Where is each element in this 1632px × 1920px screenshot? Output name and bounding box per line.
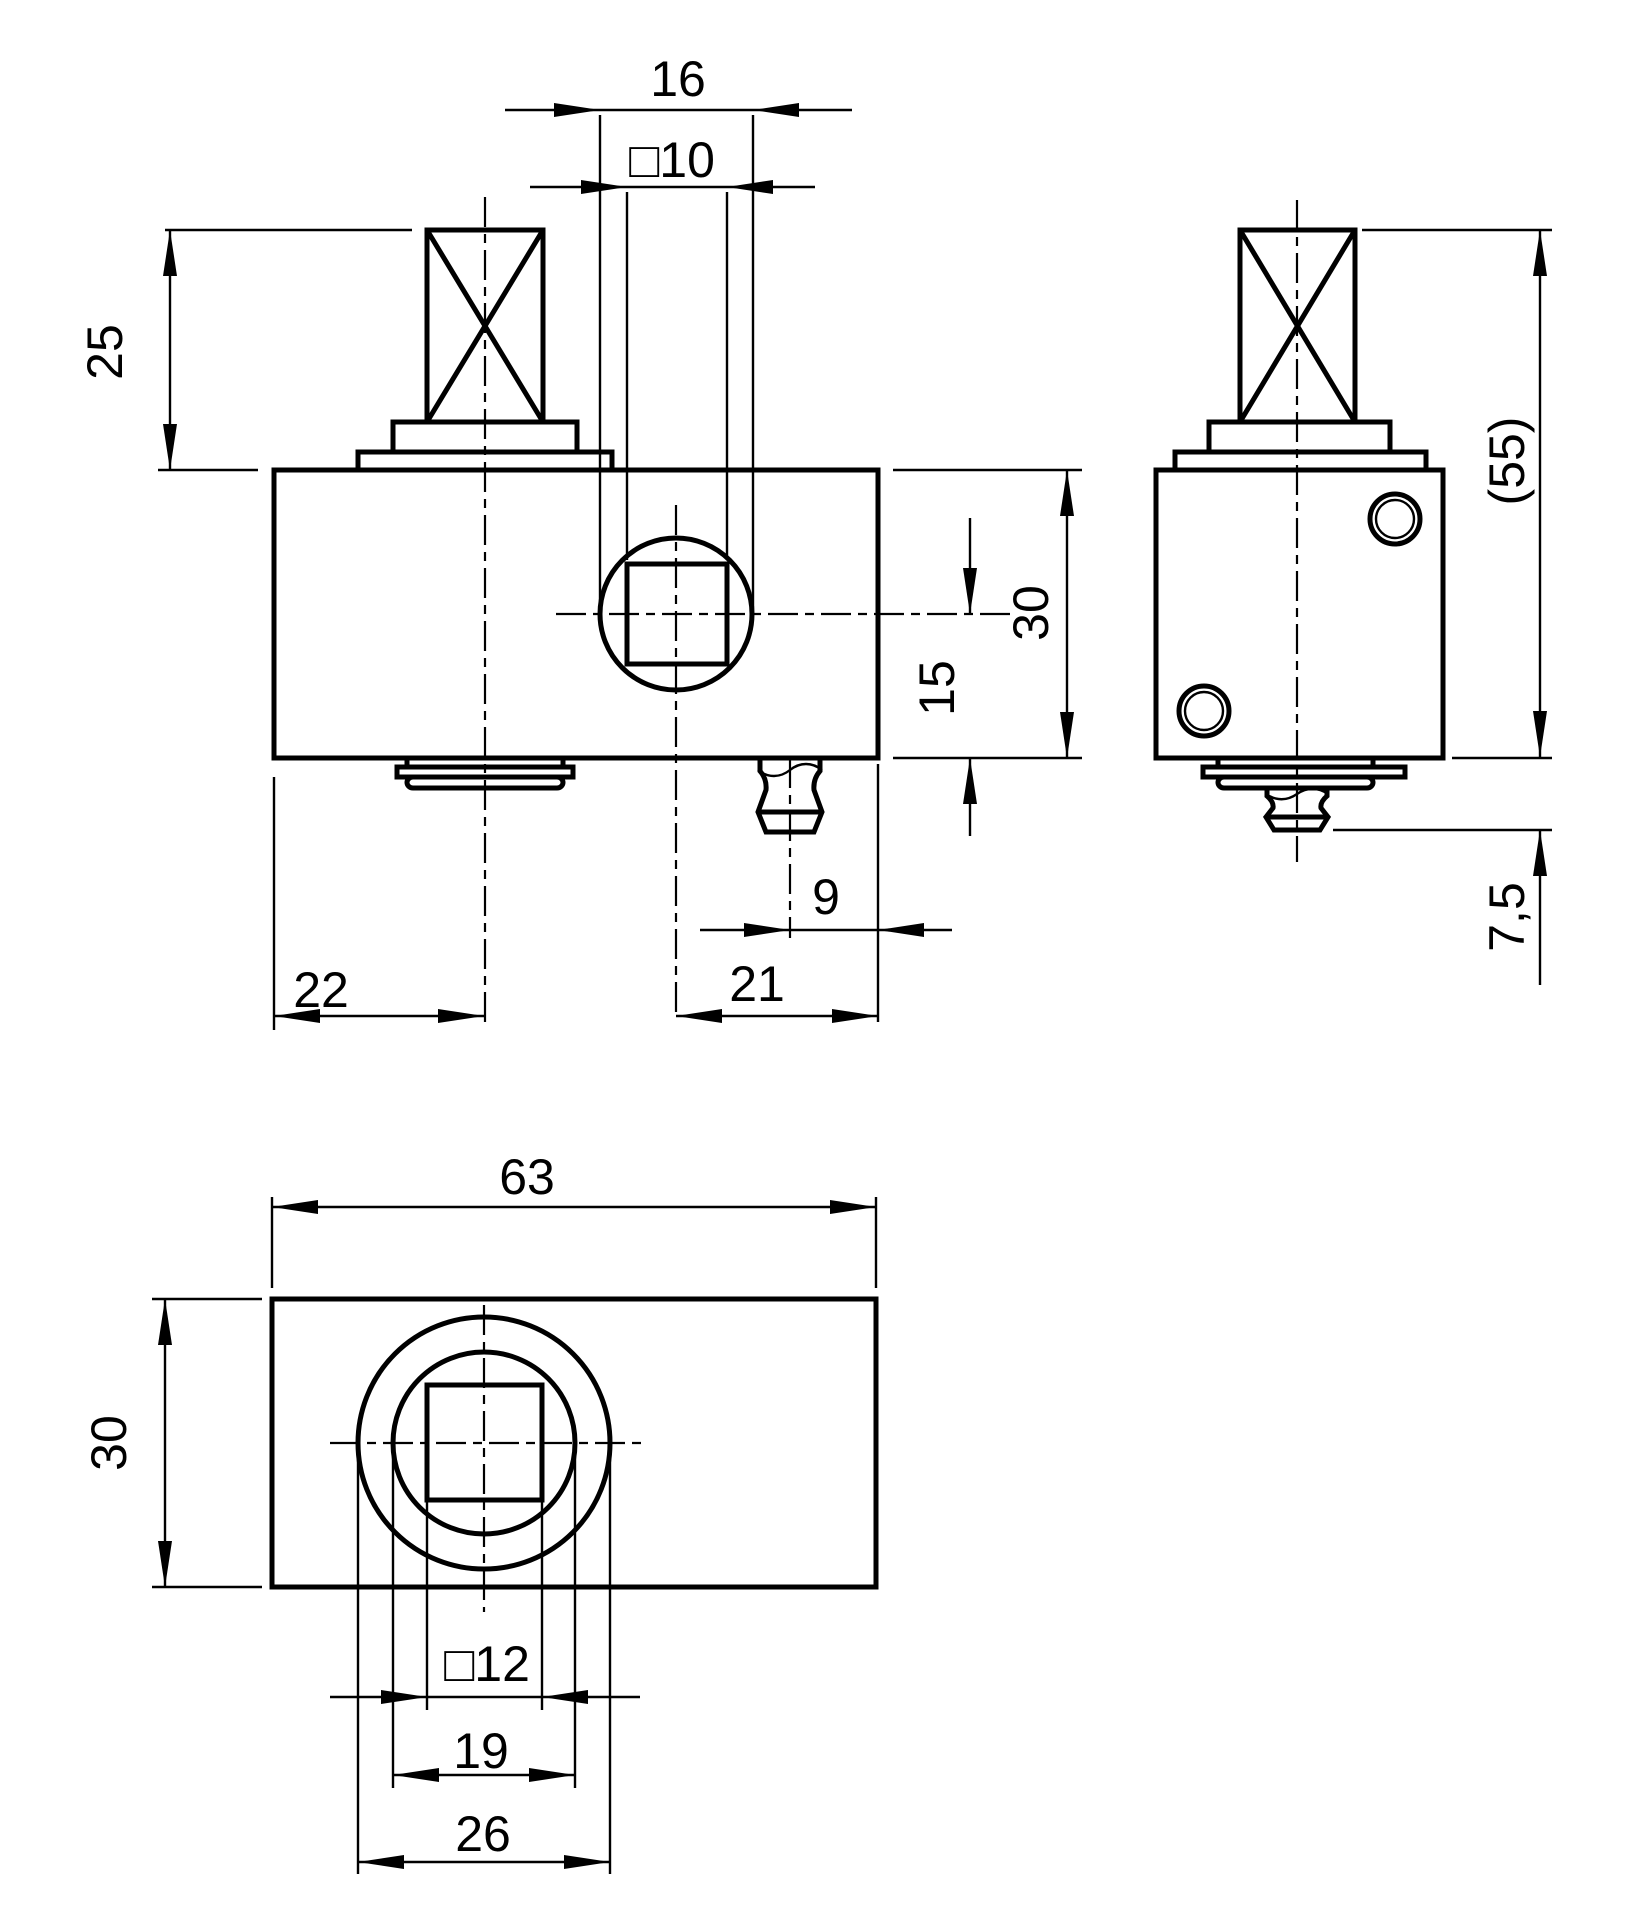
dim-label-21: 21 (729, 956, 785, 1012)
dim-label-30f: 30 (1003, 585, 1059, 641)
dim-label-15: 15 (909, 660, 965, 716)
dim-label-sq12: □12 (444, 1636, 530, 1692)
dim-label-63: 63 (499, 1149, 555, 1205)
side-flange-lower (1215, 774, 1376, 791)
dim-label-sq10: □10 (629, 132, 715, 188)
dim-label-55: (55) (1479, 417, 1535, 506)
dim-coil-height: 25 (77, 230, 177, 470)
front-view: 16 □10 25 30 15 9 (77, 51, 1082, 1030)
side-nipple (1262, 788, 1332, 833)
side-hole-lower-inner (1183, 690, 1225, 732)
bottom-view: 63 30 □12 19 26 (81, 1149, 879, 1874)
dim-label-16: 16 (650, 51, 706, 107)
dim-nipple-protrusion: 7,5 (1479, 830, 1547, 985)
side-hole-upper-inner (1374, 498, 1416, 540)
dim-axis-to-bottom: 15 (909, 518, 977, 836)
side-step-1 (1206, 419, 1393, 455)
dim-top-width: 16 (505, 51, 852, 117)
dim-square-port: □12 (330, 1636, 640, 1704)
side-view: (55) 7,5 (1153, 200, 1552, 985)
dim-label-75: 7,5 (1479, 882, 1535, 952)
side-hole-upper (1367, 491, 1423, 547)
dim-label-22: 22 (293, 962, 349, 1018)
dim-body-depth: 30 (81, 1299, 172, 1587)
dim-outer-diameter: 26 (358, 1806, 610, 1869)
dim-body-height: 30 (1003, 470, 1074, 758)
dim-body-length: 63 (272, 1149, 876, 1214)
dim-label-9: 9 (812, 869, 840, 925)
dim-square-drive: □10 (530, 132, 815, 194)
dim-nipple-to-edge: 9 (700, 869, 952, 937)
dim-inner-diameter: 19 (393, 1723, 575, 1782)
side-hole-lower (1176, 683, 1232, 739)
dim-center-to-edge: 21 (676, 956, 878, 1023)
side-body (1153, 467, 1446, 761)
dim-label-26: 26 (455, 1806, 511, 1862)
dim-edge-to-flange: 22 (274, 962, 484, 1023)
dim-label-25: 25 (77, 324, 133, 380)
side-step-2 (1172, 449, 1429, 473)
dim-label-19: 19 (453, 1723, 509, 1779)
dim-label-30b: 30 (81, 1415, 137, 1471)
dim-overall-height: (55) (1479, 230, 1547, 757)
